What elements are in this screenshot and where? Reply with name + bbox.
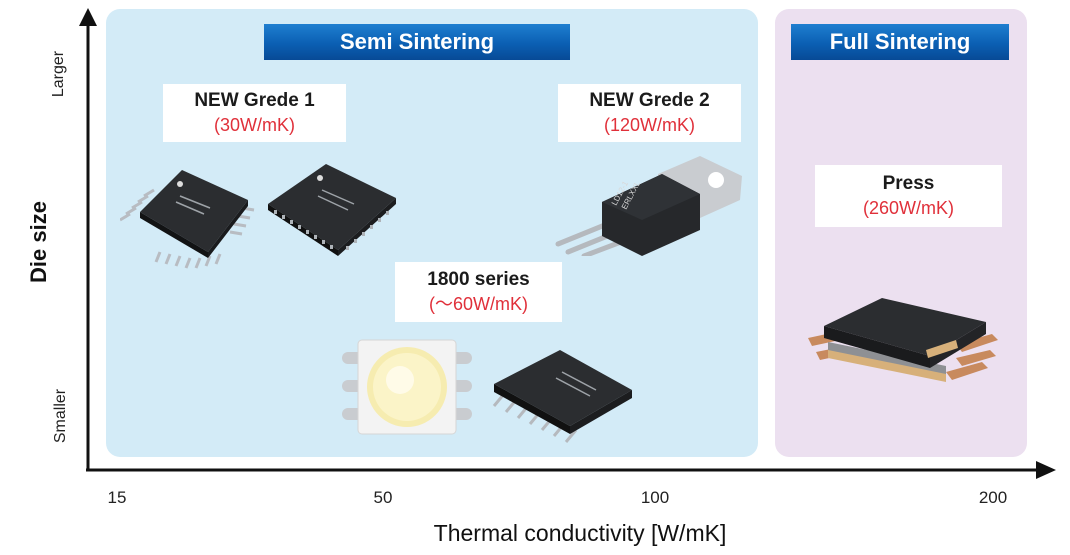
series1800-value: (～60W/mK) <box>429 294 528 314</box>
y-axis-title: Die size <box>26 201 51 283</box>
x-tick-15: 15 <box>107 488 127 507</box>
grade2-title: NEW Grede 2 <box>589 90 710 111</box>
qfn-chip-icon <box>268 164 396 256</box>
press-label: Press (260W/mK) <box>815 165 1002 227</box>
grade1-title: NEW Grede 1 <box>194 90 315 111</box>
press-value: (260W/mK) <box>862 198 954 218</box>
y-label-smaller: Smaller <box>52 388 69 444</box>
led-package-icon <box>342 339 472 435</box>
x-tick-100: 100 <box>640 488 670 507</box>
semi-sintering-banner: Semi Sintering <box>264 24 570 60</box>
full-sintering-region <box>775 9 1027 457</box>
soic-chip-icon <box>492 350 632 443</box>
full-sintering-banner: Full Sintering <box>791 24 1009 60</box>
grade2-value: (120W/mK) <box>603 115 695 135</box>
y-label-larger: Larger <box>50 50 67 98</box>
x-tick-50: 50 <box>373 488 393 507</box>
series1800-title: 1800 series <box>427 269 530 290</box>
grade1-value: (30W/mK) <box>214 115 295 135</box>
x-tick-200: 200 <box>978 488 1008 507</box>
press-title: Press <box>882 173 935 194</box>
power-module-icon <box>808 298 998 382</box>
grade1-label: NEW Grede 1 (30W/mK) <box>163 84 346 142</box>
series1800-label: 1800 series (～60W/mK) <box>395 262 562 322</box>
x-axis-title: Thermal conductivity [W/mK] <box>433 520 727 546</box>
qfp-chip-icon <box>120 170 255 269</box>
to220-transistor-icon: LD12-1 ERLXXL <box>555 156 742 256</box>
grade2-label: NEW Grede 2 (120W/mK) <box>558 84 741 142</box>
